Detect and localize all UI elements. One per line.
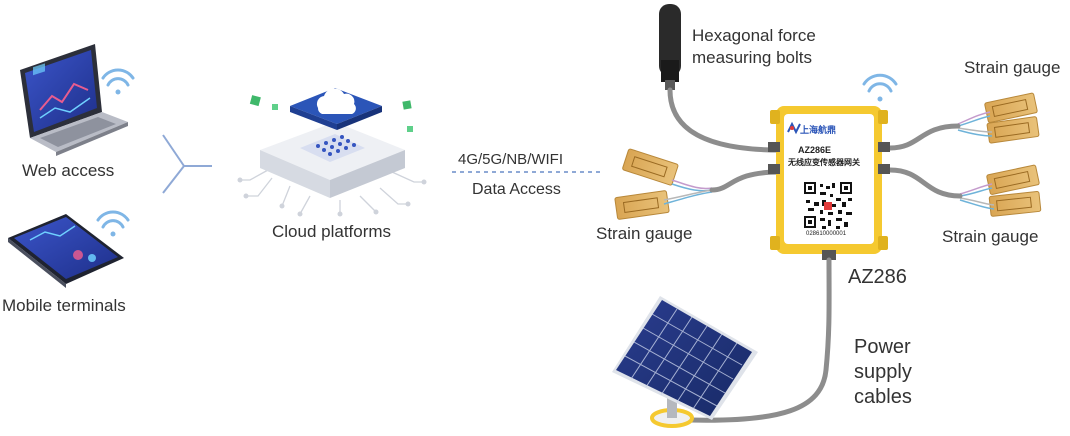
strain-gauge-icon [614,148,713,220]
data-cube [249,95,413,132]
strain-gauge-left-label: Strain gauge [596,224,693,243]
device-serial: 028610000001 [806,231,847,237]
qr-code-icon [802,180,854,230]
cloud-platforms-label: Cloud platforms [272,222,392,241]
device-line1: AZ286E [798,145,832,155]
wifi-icon [101,68,135,95]
antenna-icon [659,4,681,90]
data-access-label: Data Access [472,181,561,198]
wifi-icon [96,210,130,237]
strain-gauge-top-right-label: Strain gauge [964,58,1061,77]
right-top-cable [887,123,961,151]
strain-gauge-icon [957,92,1040,144]
strain-gauge-icon [959,164,1042,217]
device-line2: 无线应变传感器网关 [788,158,860,167]
device-model-label: AZ286 [848,266,907,288]
strain-gauge-bottom-right-label: Strain gauge [942,227,1039,246]
device-brand: 上海航鼎 [800,125,837,135]
bolt-label-line2: measuring bolts [692,48,813,67]
laptop-icon [20,44,128,156]
connector-y [162,134,212,194]
bolt-label-line1: Hexagonal force [692,26,816,45]
mobile-terminals-label: Mobile terminals [2,296,126,315]
cloud-icon [316,88,356,114]
bolt-cable [667,87,783,153]
brand-logo [787,121,801,135]
right-bottom-cable [887,167,963,199]
left-gauge-cable [709,169,783,193]
power-label-line1: Power [854,336,911,358]
solar-panel-icon [612,296,758,428]
phone-icon [8,214,124,288]
wifi-icon [862,73,898,102]
power-label-line2: supply [854,361,912,383]
cloud-platform-icon [237,88,427,217]
power-label-line3: cables [854,386,912,408]
network-types-label: 4G/5G/NB/WIFI [458,151,564,168]
web-access-label: Web access [22,161,115,180]
power-cable [687,257,832,423]
